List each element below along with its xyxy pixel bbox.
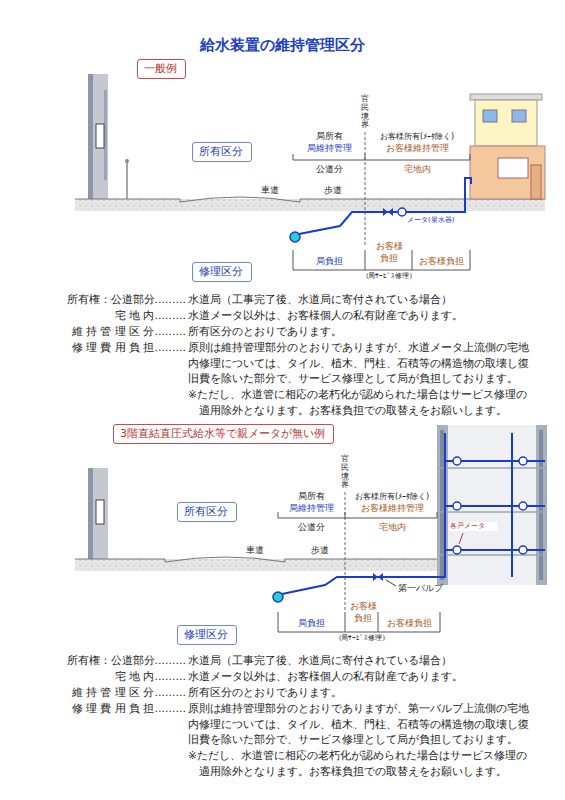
category-box: 修理区分 [177,625,237,645]
description-text: 水道局（工事完了後、水道局に寄付されている場合） [188,292,533,308]
diagram-label: (局ｻｰﾋﾞｽ修理) [358,272,420,280]
diagram-label: お客様所有(ﾒｰﾀ除く) [367,132,467,142]
diagram-label: お客様 負担 [371,241,407,264]
diagram-label: お客様負担 [412,256,470,268]
term-heading: 修 理 費 用 負 担……… [60,340,186,356]
diagram-label: 公道分 [293,164,365,176]
example-box: 一般例 [137,59,186,79]
diagram-label: 公道分 [278,522,345,534]
description-text: ※ただし、水道管に相応の老朽化が認められた場合はサービス修理の適用除外となります… [188,387,533,418]
category-box: 所有区分 [177,502,237,522]
description-text: 水道局（工事完了後、水道局に寄付されている場合） [188,653,533,669]
diagram-label: 局負担 [278,618,345,630]
boundary-label: 官民境界 [361,95,369,130]
diagram-label: 車道 [240,545,270,557]
box-text: 3階直結直圧式給水等で親メータが無い例 [120,426,325,441]
diagram-label: お客様 負担 [348,601,378,624]
term-heading: 修 理 費 用 負 担……… [60,701,186,717]
example-box: 3階直結直圧式給水等で親メータが無い例 [113,424,334,444]
diagram-label: お客様維持管理 [367,143,467,155]
diagram-label: (局ｻｰﾋﾞｽ修理) [330,634,394,642]
term-heading: 維 持 管 理 区 分……… [60,685,186,701]
diagram-label: お客様所有(ﾒｰﾀ除く) [347,492,437,502]
term-heading: 所有権：公道部分……… [60,653,186,669]
description-text: ※ただし、水道管に相応の老朽化が認められた場合はサービス修理の適用除外となります… [188,748,533,779]
description-text: 水道メータ以外は、お客様個人の私有財産であります。 [188,308,533,324]
boundary-label: 官民境界 [341,455,349,490]
term-heading: 維 持 管 理 区 分……… [60,324,186,340]
description-text: 原則は維持管理部分のとおりでありますが、水道メータ上流側の宅地内修理については、… [188,340,533,387]
description-text: 所有区分のとおりであります。 [188,324,533,340]
diagram-label: 局維持管理 [278,503,345,515]
term-heading: 宅 地 内……… [60,669,186,685]
diagram-label: 局所有 [278,491,345,503]
diagram-label: メータ(量水器) [407,216,467,225]
term-heading: 所有権：公道部分……… [60,292,186,308]
diagram-label: お客様維持管理 [347,503,437,515]
diagram-label: 第一バルブ [398,583,448,595]
box-text: 一般例 [144,61,177,76]
box-text: 所有区分 [199,144,243,159]
box-text: 修理区分 [199,264,243,279]
category-box: 修理区分 [192,262,252,282]
diagram-label: 車道 [255,185,285,197]
diagram-label: 歩道 [305,545,335,557]
diagram-label: 局維持管理 [293,143,365,155]
diagram-label: 宅地内 [347,522,437,534]
diagram-label: お客様負担 [378,618,440,630]
diagram-label: 宅地内 [367,164,467,176]
diagram-label: 歩道 [318,185,348,197]
page-title: 給水装置の維持管理区分 [0,36,565,55]
description-text: 所有区分のとおりであります。 [188,685,533,701]
category-box: 所有区分 [192,142,252,162]
term-heading: 宅 地 内……… [60,308,186,324]
diagram-label: 各戸メータ [449,522,497,531]
description-text: 原則は維持管理部分のとおりでありますが、第一バルブ上流側の宅地内修理については、… [188,701,533,748]
box-text: 所有区分 [184,504,228,519]
diagram-label: 局負担 [293,256,365,268]
diagram-label: 局所有 [293,131,365,143]
box-text: 修理区分 [184,627,228,642]
description-text: 水道メータ以外は、お客様個人の私有財産であります。 [188,669,533,685]
